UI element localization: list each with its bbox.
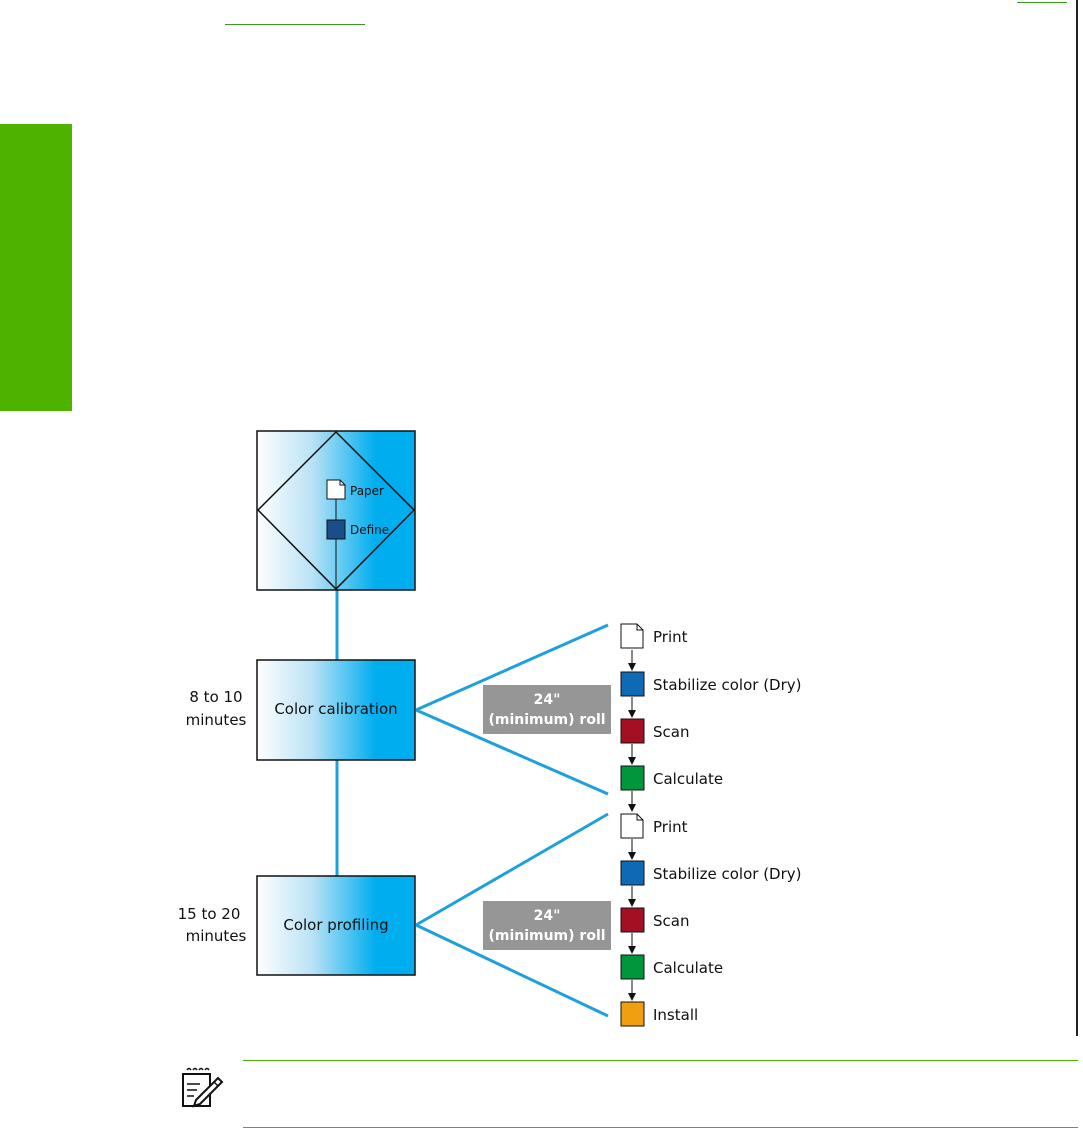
profiling-step-stabilize: Stabilize color (Dry)	[620, 860, 802, 886]
profiling-branch-top	[415, 812, 609, 927]
calibration-label: Color calibration	[274, 700, 397, 718]
page-icon	[620, 623, 644, 649]
calibration-box	[256, 659, 416, 761]
calibration-step-scan: Scan	[620, 718, 689, 744]
page-edge-rule	[1076, 0, 1078, 1036]
step-label: Stabilize color (Dry)	[653, 865, 802, 883]
chapter-tab	[0, 124, 72, 411]
calibration-branch-top	[415, 623, 609, 712]
decision-box: Paper Define	[256, 430, 416, 591]
calibration-step-stabilize: Stabilize color (Dry)	[620, 671, 802, 697]
define-icon	[326, 519, 346, 540]
step-label: Scan	[653, 723, 689, 741]
step-label: Print	[653, 628, 688, 646]
define-label: Define	[350, 523, 389, 537]
step-label: Print	[653, 818, 688, 836]
roll-size: 24"	[534, 692, 561, 708]
step-label: Stabilize color (Dry)	[653, 676, 802, 694]
calibration-time-line2: minutes	[186, 711, 247, 729]
header-rule	[1017, 2, 1067, 3]
step-color-square	[620, 671, 645, 697]
step-label: Calculate	[653, 770, 723, 788]
step-color-square	[620, 860, 645, 886]
profiling-roll-badge	[483, 901, 611, 950]
calibration-block: Color calibration 8 to 10 minutes 24" (m…	[186, 623, 802, 812]
roll-note: (minimum) roll	[488, 712, 605, 728]
calibration-step-print: Print	[620, 623, 688, 649]
step-color-square	[620, 765, 645, 791]
profiling-time-line1: 15 to 20	[178, 905, 241, 923]
step-color-square	[620, 1001, 645, 1027]
profiling-step-scan: Scan	[620, 907, 689, 933]
calibration-step-calculate: Calculate	[620, 765, 723, 791]
note-rule-bottom	[243, 1127, 1078, 1128]
profiling-step-calculate: Calculate	[620, 954, 723, 980]
page-icon	[620, 813, 644, 839]
profiling-label: Color profiling	[283, 916, 388, 934]
calibration-roll-badge	[483, 685, 611, 734]
calibration-time-line1: 8 to 10	[189, 688, 242, 706]
profiling-branch-bottom	[415, 923, 609, 1018]
paper-label: Paper	[350, 484, 384, 498]
step-label: Calculate	[653, 959, 723, 977]
step-color-square	[620, 718, 645, 744]
profiling-step-print: Print	[620, 813, 688, 839]
profiling-box	[256, 875, 416, 976]
note-rule-top	[243, 1060, 1078, 1061]
note-pad-icon	[182, 1067, 224, 1108]
profiling-time-line2: minutes	[186, 927, 247, 945]
roll-size: 24"	[534, 908, 561, 924]
step-label: Install	[653, 1006, 698, 1024]
header-link-underline	[225, 24, 365, 25]
calibration-branch-bottom	[415, 708, 609, 796]
roll-note: (minimum) roll	[488, 928, 605, 944]
profiling-step-install: Install	[620, 1001, 698, 1027]
step-color-square	[620, 907, 645, 933]
profiling-block: Color profiling 15 to 20 minutes 24" (mi…	[178, 812, 802, 1027]
paper-icon	[326, 479, 346, 500]
step-label: Scan	[653, 912, 689, 930]
step-color-square	[620, 954, 645, 980]
